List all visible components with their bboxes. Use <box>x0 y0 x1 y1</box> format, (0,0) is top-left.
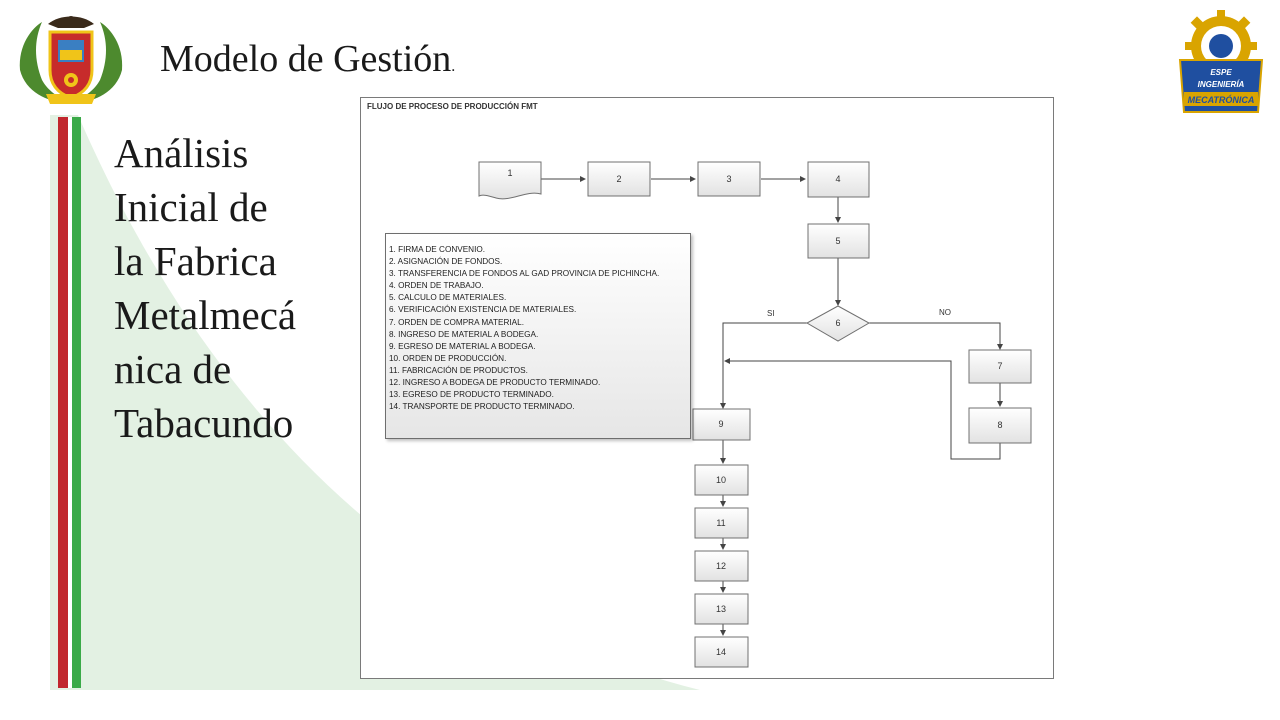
node-label: 7 <box>997 361 1002 371</box>
branch-label-si: SI <box>767 309 775 318</box>
legend-item: 10. ORDEN DE PRODUCCIÓN. <box>389 353 507 363</box>
section-title: Análisis Inicial de la Fabrica Metalmecá… <box>114 126 346 450</box>
node-label: 2 <box>616 174 621 184</box>
node-label: 13 <box>716 604 726 614</box>
node-label: 4 <box>835 174 840 184</box>
section-title-line: nica de <box>114 346 232 392</box>
legend-item: 8. INGRESO DE MATERIAL A BODEGA. <box>389 329 539 339</box>
node-6-decision: 6 <box>805 305 871 342</box>
legend-item: 13. EGRESO DE PRODUCTO TERMINADO. <box>389 390 554 400</box>
edge-8-return <box>724 358 1001 460</box>
mecatronica-badge: ESPE INGENIERÍA MECATRÓNICA <box>1178 10 1264 113</box>
node-11: 11 <box>694 507 749 539</box>
branch-label-no: NO <box>939 308 951 317</box>
node-3: 3 <box>697 161 761 197</box>
legend-item: 6. VERIFICACIÓN EXISTENCIA DE MATERIALES… <box>389 305 577 315</box>
node-label: 3 <box>726 174 731 184</box>
node-1: 1 <box>478 161 542 200</box>
page-title: Modelo de Gestión. <box>160 40 455 78</box>
legend-item: 3. TRANSFERENCIA DE FONDOS AL GAD PROVIN… <box>389 269 660 279</box>
node-13: 13 <box>694 593 749 625</box>
diagram-title: FLUJO DE PROCESO DE PRODUCCIÓN FMT <box>367 102 538 111</box>
node-14: 14 <box>694 636 749 668</box>
node-label: 6 <box>835 318 840 328</box>
edge-6-9-si <box>720 322 808 409</box>
section-title-line: Análisis <box>114 130 249 176</box>
section-title-line: la Fabrica <box>114 238 277 284</box>
node-12: 12 <box>694 550 749 582</box>
stripe-white <box>68 117 72 688</box>
node-label: 11 <box>716 518 725 528</box>
legend-item: 4. ORDEN DE TRABAJO. <box>389 281 484 291</box>
section-title-line: Inicial de <box>114 184 268 230</box>
node-label: 12 <box>716 561 726 571</box>
legend-item: 11. FABRICACIÓN DE PRODUCTOS. <box>389 365 528 375</box>
process-flow-diagram: FLUJO DE PROCESO DE PRODUCCIÓN FMT <box>360 97 1054 679</box>
page-title-text: Modelo de Gestión <box>160 38 452 80</box>
flowchart-canvas: 1 2 3 4 5 6 SI NO 7 <box>478 161 1032 668</box>
legend-item: 1. FIRMA DE CONVENIO. <box>389 245 485 254</box>
node-label: 1 <box>507 168 512 178</box>
legend-list: 1. FIRMA DE CONVENIO. 2. ASIGNACIÓN DE F… <box>389 244 690 413</box>
legend-item: 14. TRANSPORTE DE PRODUCTO TERMINADO. <box>389 402 575 412</box>
node-2: 2 <box>587 161 651 197</box>
node-4: 4 <box>807 161 870 198</box>
edge-6-7-no <box>868 322 1003 350</box>
node-label: 9 <box>718 419 723 429</box>
node-9: 9 <box>692 408 751 441</box>
stripe-green <box>72 117 81 688</box>
svg-text:INGENIERÍA: INGENIERÍA <box>1198 80 1245 89</box>
legend-item: 2. ASIGNACIÓN DE FONDOS. <box>389 257 503 267</box>
node-5: 5 <box>807 223 870 259</box>
node-label: 8 <box>997 420 1002 430</box>
node-8: 8 <box>968 407 1032 444</box>
legend-item: 5. CALCULO DE MATERIALES. <box>389 293 507 303</box>
stripe-red <box>58 117 68 688</box>
page-title-dot: . <box>451 58 456 75</box>
section-title-line: Tabacundo <box>114 400 294 446</box>
node-label: 10 <box>716 475 726 485</box>
node-7: 7 <box>968 349 1032 384</box>
node-10: 10 <box>694 464 749 496</box>
legend-item: 7. ORDEN DE COMPRA MATERIAL. <box>389 317 524 327</box>
legend-box: 1. FIRMA DE CONVENIO. 2. ASIGNACIÓN DE F… <box>385 233 691 439</box>
crest-logo <box>19 16 123 104</box>
section-title-line: Metalmecá <box>114 292 297 338</box>
legend-item: 12. INGRESO A BODEGA DE PRODUCTO TERMINA… <box>389 378 601 388</box>
svg-text:ESPE: ESPE <box>1210 68 1232 77</box>
node-label: 5 <box>835 236 840 246</box>
node-label: 14 <box>716 647 726 657</box>
legend-item: 9. EGRESO DE MATERIAL A BODEGA. <box>389 341 536 351</box>
svg-text:MECATRÓNICA: MECATRÓNICA <box>1188 94 1255 105</box>
